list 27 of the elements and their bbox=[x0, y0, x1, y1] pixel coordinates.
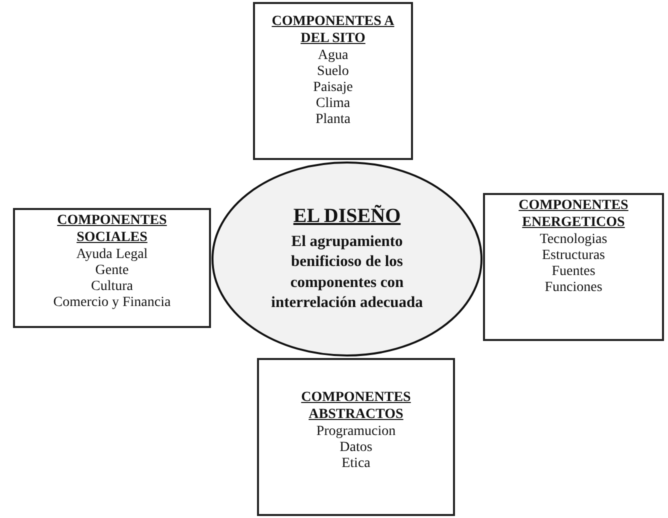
component-box bbox=[483, 193, 664, 341]
ellipse-description: El agrupamiento benificioso de los componentes con interrelación adecuada bbox=[270, 232, 424, 313]
list-item: Fuentes bbox=[552, 264, 596, 280]
list-item: Comercio y Financia bbox=[53, 294, 171, 311]
list-item: Suelo bbox=[317, 64, 349, 80]
ellipse-title: EL DISEÑO bbox=[293, 205, 401, 228]
list-item: Clima bbox=[316, 96, 350, 112]
list-item: Funciones bbox=[544, 280, 602, 296]
list-item: Datos bbox=[340, 440, 372, 456]
component-box bbox=[13, 208, 211, 328]
list-item: Programucion bbox=[316, 424, 396, 440]
list-item: Cultura bbox=[91, 278, 133, 295]
list-item: Gente bbox=[95, 262, 129, 279]
component-box bbox=[257, 358, 455, 516]
list-item: Tecnologias bbox=[540, 232, 608, 248]
box-heading: COMPONENTES ENERGETICOS bbox=[518, 198, 630, 232]
list-item: Estructuras bbox=[542, 248, 605, 264]
list-item: Etica bbox=[342, 456, 370, 472]
box-heading: COMPONENTES ABSTRACTOS bbox=[300, 390, 412, 424]
list-item: Agua bbox=[318, 48, 348, 64]
box-heading: COMPONENTES SOCIALES bbox=[56, 213, 168, 247]
list-item: Planta bbox=[316, 112, 350, 128]
list-item: Ayuda Legal bbox=[76, 246, 148, 263]
box-heading: COMPONENTES A DEL SITO bbox=[271, 14, 395, 48]
list-item: Paisaje bbox=[313, 80, 353, 96]
component-box bbox=[253, 2, 413, 160]
ellipse-node bbox=[211, 161, 483, 357]
